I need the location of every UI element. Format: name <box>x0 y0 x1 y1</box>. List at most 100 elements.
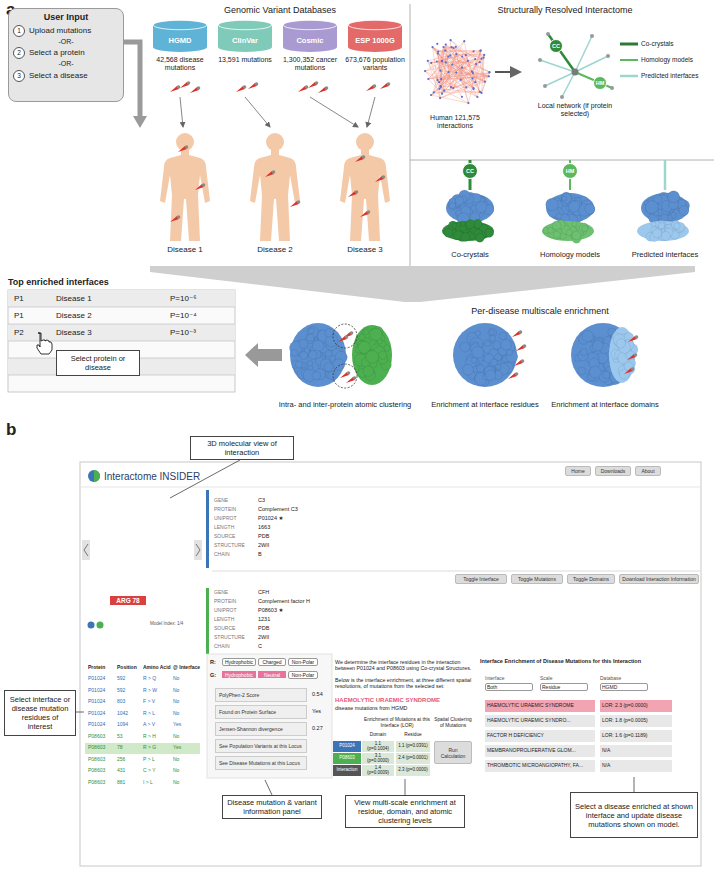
line-shape <box>433 47 467 87</box>
circle-shape <box>308 351 317 360</box>
circle-shape <box>484 81 486 83</box>
circle-shape <box>474 81 476 83</box>
label-text: Intra- and inter-protein atomic clusteri… <box>275 400 415 409</box>
line-shape <box>448 57 473 89</box>
line-shape <box>265 780 272 795</box>
line-shape <box>431 59 475 95</box>
circle-shape <box>450 39 452 41</box>
circle-shape <box>441 60 443 62</box>
circle-shape <box>325 329 333 337</box>
circle-shape <box>452 87 454 89</box>
line-shape <box>433 47 462 97</box>
protein-surface <box>609 327 638 383</box>
path-shape <box>124 42 140 116</box>
circle-shape <box>461 67 463 69</box>
label-text: P08603 <box>333 753 361 764</box>
circle-shape <box>546 32 550 36</box>
node-text: Found on Protein Surface <box>219 709 276 715</box>
label-text: P1 <box>14 311 36 321</box>
label-text: PDB <box>258 533 358 540</box>
node-text: Toggle Mutations <box>518 576 556 582</box>
circle-shape <box>439 97 441 99</box>
protein-surface <box>453 323 518 387</box>
label-text: C > Y <box>143 767 173 773</box>
protein-surface <box>352 325 392 385</box>
use-shape <box>248 82 258 89</box>
label-text: Complement factor H <box>258 598 358 605</box>
label-text: 42,568 disease mutations <box>146 56 214 73</box>
circle-shape <box>437 53 439 55</box>
line-shape <box>428 73 489 79</box>
line-shape <box>440 82 485 98</box>
circle-shape <box>427 78 429 80</box>
label-text: Non-Polar <box>288 658 318 666</box>
label-text: GENE <box>214 589 258 595</box>
label-text: Neutral <box>258 671 286 678</box>
label-text: Charged <box>258 658 286 666</box>
line-shape <box>180 97 183 127</box>
circle-shape <box>447 56 449 58</box>
circle-shape <box>562 196 567 201</box>
circle-shape <box>455 46 457 48</box>
label-text: Disease 2 <box>56 311 161 321</box>
label-text: P=10⁻³ <box>170 328 230 338</box>
label-text: P01024 <box>88 687 117 693</box>
protein-surface <box>442 219 494 242</box>
circle-shape <box>560 95 564 99</box>
circle-shape <box>455 197 464 206</box>
callout-box: Disease mutation & variant information p… <box>222 795 322 819</box>
label-text: P08603 <box>88 733 117 739</box>
circle-shape <box>447 71 449 73</box>
label-text: P08603 ★ <box>258 607 358 614</box>
circle-shape <box>463 364 474 375</box>
circle-shape <box>484 340 490 346</box>
circle-shape <box>295 361 302 368</box>
rect-shape <box>206 588 209 654</box>
circle-shape <box>485 229 494 238</box>
label-text: Enrichment of Mutations at this Interfac… <box>362 717 432 729</box>
legend-row: Co-crystals <box>620 40 712 48</box>
circle-shape <box>88 470 100 482</box>
label-text: STRUCTURE <box>214 542 258 548</box>
label-text: N/A <box>600 745 672 757</box>
label-text: R > G <box>143 744 173 750</box>
circle-shape <box>430 94 432 96</box>
circle-shape <box>653 229 662 238</box>
label-text: PDB <box>258 625 358 632</box>
database-cylinder: ESP 1000G <box>348 20 402 52</box>
line-shape <box>8 307 235 308</box>
circle-shape <box>479 50 481 52</box>
label-text: A > V <box>143 721 173 727</box>
label-text: R > L <box>143 710 173 716</box>
use-shape <box>180 81 190 88</box>
circle-shape <box>449 54 451 56</box>
use-shape <box>338 335 348 342</box>
line-shape <box>76 712 84 713</box>
panel-heading: User Input <box>44 12 89 23</box>
label-text: Interaction <box>333 765 361 776</box>
label-text: 53 <box>117 733 143 739</box>
label-text: 2.3 (p=0.0000) <box>396 765 430 776</box>
circle-shape <box>460 221 465 226</box>
label-text: P=10⁻⁶ <box>170 294 230 304</box>
label-text: P1 <box>14 294 36 304</box>
circle-shape <box>580 349 587 356</box>
ellipse-shape <box>283 20 336 29</box>
label-text: STRUCTURE <box>214 634 258 640</box>
circle-shape <box>451 46 453 48</box>
use-shape <box>298 85 308 92</box>
circle-shape <box>431 46 433 48</box>
label-text: Yes <box>173 721 200 727</box>
node-text: HM <box>566 168 575 175</box>
circle-shape <box>465 54 467 56</box>
or-text: -OR- <box>58 60 73 68</box>
circle-shape <box>441 60 443 62</box>
label-text: Residue <box>540 683 588 691</box>
label-text: P01024 <box>88 710 117 716</box>
label-text: 1663 <box>258 524 358 531</box>
label-text: 3.1 (p=0.0000) <box>362 753 394 764</box>
use-shape <box>290 200 300 207</box>
polygon-shape <box>133 116 147 128</box>
line-shape <box>405 779 406 795</box>
circle-shape <box>610 86 614 90</box>
